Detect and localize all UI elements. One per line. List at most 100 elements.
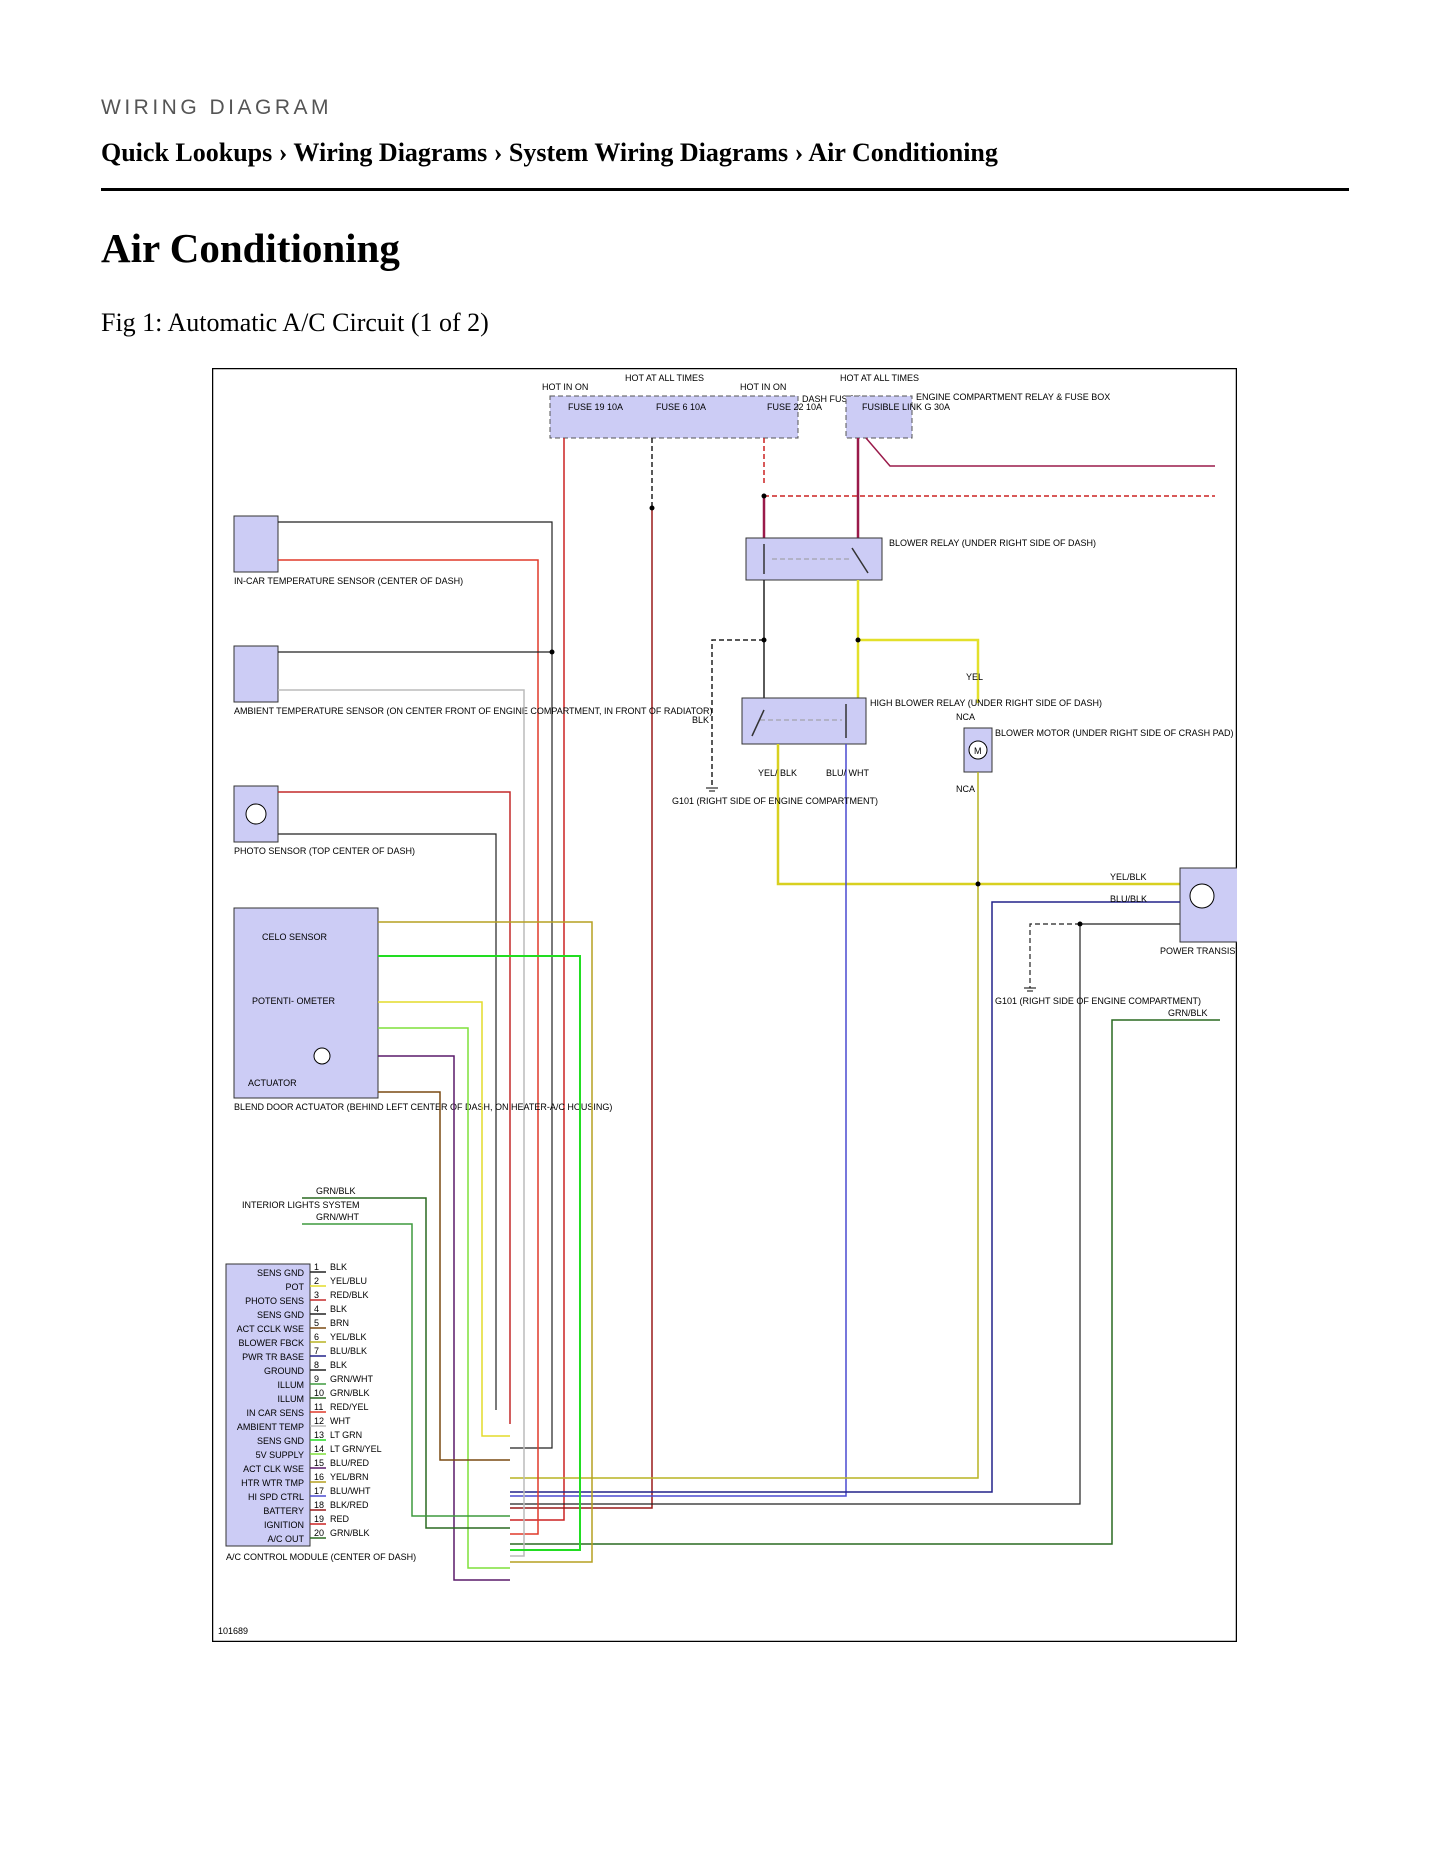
module-pin-wire: YEL/BLU (330, 1276, 367, 1286)
diagram-frame (212, 368, 1237, 1642)
module-pin-name: SENS GND (257, 1268, 305, 1278)
module-pin-name: AMBIENT TEMP (237, 1422, 304, 1432)
wire-yel-blk (776, 744, 1180, 886)
module-pin-wire: BLK (330, 1360, 347, 1370)
wire-lt-grn (378, 955, 581, 1551)
module-pin-wire: WHT (330, 1416, 351, 1426)
wire-brn (378, 1091, 510, 1461)
wire-lt-grn-yel (378, 1027, 510, 1569)
label-fuse-22: FUSE 22 10A (767, 402, 822, 412)
label-celo-sensor: CELO SENSOR (262, 932, 328, 942)
module-pin-name: HI SPD CTRL (248, 1492, 304, 1502)
module-pin-name: ACT CCLK WSE (237, 1324, 304, 1334)
label-nca-1: NCA (956, 712, 975, 722)
module-pin-name: PHOTO SENS (245, 1296, 304, 1306)
wire-grn-blk-ac-out (510, 1019, 1220, 1545)
wire-blu-red (378, 1055, 510, 1581)
label-fuse-6: FUSE 6 10A (656, 402, 706, 412)
module-pin-wire: BLK/RED (330, 1500, 369, 1510)
module-pin-wire: YEL/BLK (330, 1332, 367, 1342)
motor-symbol: M (974, 746, 982, 756)
ac-control-module (225, 1263, 311, 1547)
wire-blk-incar (278, 521, 553, 1449)
breadcrumb[interactable]: Quick Lookups › Wiring Diagrams › System… (101, 138, 998, 167)
dash-fuse-box: HOT IN ON HOT AT ALL TIMES HOT IN ON FUS… (542, 373, 875, 439)
wire-yel-blu (378, 1001, 510, 1437)
engine-fuse-box: HOT AT ALL TIMES FUSIBLE LINK G 30A ENGI… (840, 373, 1110, 439)
module-pin-number: 16 (314, 1472, 324, 1482)
incar-temp-sensor (233, 515, 279, 573)
module-pin-wire: LT GRN (330, 1430, 362, 1440)
module-pin-name: ILLUM (277, 1380, 304, 1390)
wire-yel-blk-fbck (510, 772, 979, 1479)
wire-blk-g101-b (1029, 923, 1080, 988)
ground-g101-b: G101 (RIGHT SIDE OF ENGINE COMPARTMENT) (995, 987, 1201, 1006)
module-pin-wire: BLU/BLK (330, 1346, 367, 1356)
module-pin-name: BATTERY (263, 1506, 304, 1516)
module-pin-number: 1 (314, 1262, 319, 1272)
wire-wht-ambient (278, 689, 525, 1557)
module-pin-name: HTR WTR TMP (241, 1478, 304, 1488)
page-title: Air Conditioning (101, 225, 400, 271)
wire-blu-blk (510, 901, 1180, 1493)
module-pin-number: 19 (314, 1514, 324, 1524)
label-grn-blk-out: GRN/BLK (1168, 1008, 1208, 1018)
label-blk-g101: BLK (692, 715, 709, 725)
label-blower-motor: BLOWER MOTOR (UNDER RIGHT SIDE OF CRASH … (995, 728, 1234, 738)
label-g101-b: G101 (RIGHT SIDE OF ENGINE COMPARTMENT) (995, 996, 1201, 1006)
module-pin-name: SENS GND (257, 1436, 305, 1446)
label-dash-fuse-box: DASH FUSE BOX (802, 394, 875, 404)
label-photo-sensor: PHOTO SENSOR (TOP CENTER OF DASH) (234, 846, 415, 856)
module-pin-number: 13 (314, 1430, 324, 1440)
wire-grn-blk-illum (302, 1197, 510, 1529)
module-pin-wire: BLU/RED (330, 1458, 370, 1468)
figure-id: 101689 (218, 1626, 248, 1636)
blend-door-actuator (233, 907, 379, 1099)
module-pin-number: 5 (314, 1318, 319, 1328)
label-incar-sensor: IN-CAR TEMPERATURE SENSOR (CENTER OF DAS… (234, 576, 463, 586)
label-yel-blk: YEL/ BLK (758, 768, 797, 778)
module-pin-number: 20 (314, 1528, 324, 1538)
module-pin-number: 15 (314, 1458, 324, 1468)
label-hot-all-times-2: HOT AT ALL TIMES (840, 373, 919, 383)
wire-blu-wht (510, 744, 847, 1497)
wire-blk-g101 (711, 639, 764, 788)
module-pin-name: PWR TR BASE (242, 1352, 304, 1362)
module-pin-wire: GRN/BLK (330, 1388, 370, 1398)
ambient-temp-sensor (233, 645, 279, 703)
label-hot-all-times-1: HOT AT ALL TIMES (625, 373, 704, 383)
wiring-diagram: HOT IN ON HOT AT ALL TIMES HOT IN ON FUS… (212, 368, 1237, 1642)
label-potentiometer: POTENTI- OMETER (252, 996, 336, 1006)
label-hot-in-on-1: HOT IN ON (542, 382, 588, 392)
module-pin-wire: GRN/WHT (330, 1374, 373, 1384)
module-pin-number: 12 (314, 1416, 324, 1426)
label-blu-wht: BLU/ WHT (826, 768, 870, 778)
wire-yel-brn (378, 921, 593, 1563)
label-fusible-link: FUSIBLE LINK G 30A (862, 402, 950, 412)
label-engine-box: ENGINE COMPARTMENT RELAY & FUSE BOX (916, 392, 1110, 402)
module-pin-wire: RED/BLK (330, 1290, 369, 1300)
module-pin-number: 8 (314, 1360, 319, 1370)
label-yel-motor: YEL (966, 672, 983, 682)
module-pin-wire: YEL/BRN (330, 1472, 369, 1482)
label-power-transistor: POWER TRANSISTOR (BEHIND RIGHT SIDE OF D… (1160, 946, 1237, 956)
label-yel-blk-transistor: YEL/BLK (1110, 872, 1147, 882)
module-pin-number: 14 (314, 1444, 324, 1454)
module-pin-wire: GRN/BLK (330, 1528, 370, 1538)
wire-blk-ground (510, 923, 1180, 1505)
module-pin-name: POT (285, 1282, 304, 1292)
label-actuator: ACTUATOR (248, 1078, 297, 1088)
label-blend-actuator: BLEND DOOR ACTUATOR (BEHIND LEFT CENTER … (234, 1102, 612, 1112)
wire-red-ignition (510, 438, 565, 1521)
wire-blk-photo (278, 833, 497, 1410)
module-pin-number: 3 (314, 1290, 319, 1300)
module-pin-name: IN CAR SENS (246, 1408, 304, 1418)
wire-grn-wht-illum (302, 1223, 510, 1517)
module-pin-name: A/C OUT (267, 1534, 304, 1544)
header-divider (101, 188, 1349, 191)
figure-caption: Fig 1: Automatic A/C Circuit (1 of 2) (101, 308, 489, 337)
ground-g101-a: G101 (RIGHT SIDE OF ENGINE COMPARTMENT) (672, 787, 878, 806)
module-pin-number: 11 (314, 1402, 323, 1412)
module-pin-name: 5V SUPPLY (256, 1450, 304, 1460)
